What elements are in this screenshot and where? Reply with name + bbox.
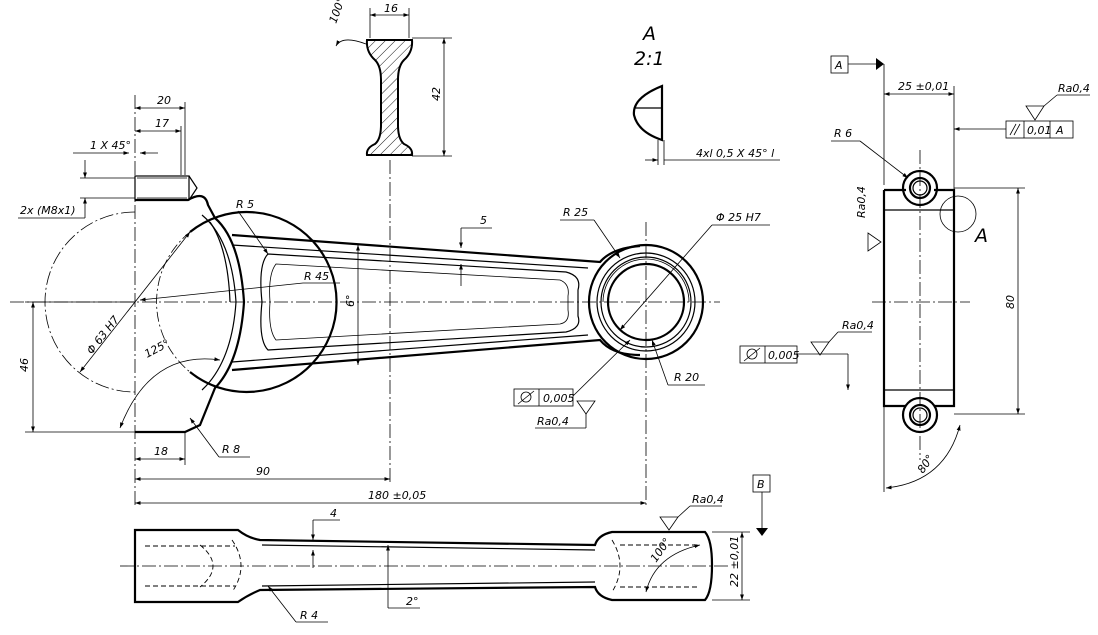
dim-r25: R 25 [563, 206, 588, 219]
dim-angle-125: 125° [142, 337, 172, 361]
section-height-dim: 42 [430, 87, 443, 101]
datum-b-label: B [757, 478, 765, 491]
datum-a-label: A [834, 59, 843, 72]
dim-taper-6: 6° [344, 295, 357, 308]
side-height-dim: 80 [1004, 295, 1017, 309]
i-beam-section-view: 16 42 100° [327, 0, 452, 485]
top-angle: 100° [648, 536, 674, 565]
top-thickness: 22 ±0,01 [728, 536, 741, 587]
dim-20: 20 [157, 94, 171, 107]
dim-chamfer: 1 X 45° [90, 139, 131, 152]
section-angle-dim: 100° [327, 0, 348, 25]
dim-r5: R 5 [236, 198, 254, 211]
dim-46: 46 [18, 358, 31, 372]
top-view: B 22 ±0,01 Ra0,4 4 100° 2 [120, 474, 771, 623]
side-angle: 80° [915, 452, 937, 475]
dim-90: 90 [256, 465, 270, 478]
top-roughness: Ra0,4 [692, 493, 724, 506]
side-radius: R 6 [834, 127, 852, 140]
front-roundness-value: 0,005 [543, 392, 575, 405]
dim-bore-small: Φ 25 H7 [716, 211, 761, 224]
dim-18: 18 [154, 445, 168, 458]
dim-web-5: 5 [480, 214, 487, 227]
parallelism-value: 0,01 [1027, 124, 1052, 137]
side-roughness-side: Ra0,4 [855, 186, 868, 218]
front-roughness: Ra0,4 [537, 415, 569, 428]
dim-center-distance: 180 ±0,05 [368, 489, 426, 502]
side-roughness-bore: Ra0,4 [842, 319, 874, 332]
dim-bore-large: Φ 63 H7 [84, 313, 122, 356]
side-roughness-top: Ra0,4 [1058, 82, 1090, 95]
detail-label: A [641, 23, 656, 45]
top-web-dim: 4 [330, 507, 337, 520]
side-roundness-value: 0,005 [768, 349, 800, 362]
parallelism-datum: A [1055, 124, 1064, 137]
detail-ref-a: A [973, 225, 988, 247]
top-radius: R 4 [300, 609, 318, 622]
detail-scale: 2:1 [634, 48, 665, 70]
dim-17: 17 [155, 117, 169, 130]
thread-callout: 2x (M8x1) [20, 204, 76, 217]
dim-r45: R 45 [304, 270, 329, 283]
side-width-dim: 25 ±0,01 [898, 80, 949, 93]
section-width-dim: 16 [384, 2, 398, 15]
dim-r20: R 20 [674, 371, 699, 384]
top-taper: 2° [406, 595, 419, 608]
detail-chamfer-note: 4xl 0,5 X 45° l [696, 147, 774, 160]
detail-view-a: A 2:1 4xl 0,5 X 45° l [632, 23, 780, 165]
side-view: A 25 ±0,01 0,01 A Ra0,4 R 6 [739, 55, 1090, 492]
dim-r8: R 8 [222, 443, 240, 456]
